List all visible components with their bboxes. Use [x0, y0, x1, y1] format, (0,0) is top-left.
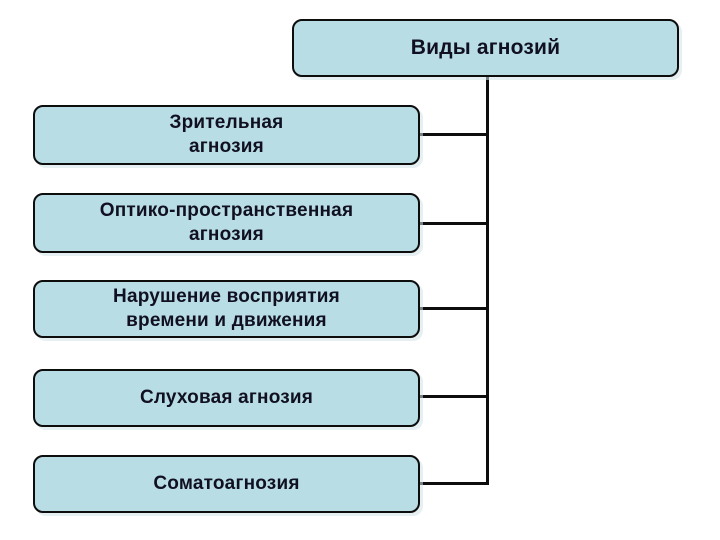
connector-branch-2	[419, 222, 489, 225]
diagram-node-label: Оптико-пространственная агнозия	[99, 199, 354, 245]
diagram-node-optic-spatial-agnosia: Оптико-пространственная агнозия	[33, 193, 420, 253]
connector-branch-5	[419, 482, 489, 485]
diagram-title-node: Виды агнозий	[292, 19, 679, 77]
connector-branch-1	[419, 133, 489, 136]
diagram-node-visual-agnosia: Зрительная агнозия	[33, 105, 420, 165]
diagram-node-label: Нарушение восприятия времени и движения	[113, 285, 340, 331]
diagram-node-label: Слуховая агнозия	[139, 386, 314, 408]
diagram-node-time-motion-perception-disorder: Нарушение восприятия времени и движения	[33, 280, 420, 338]
diagram-node-label: Соматоагнозия	[153, 472, 300, 494]
connector-spine-vertical	[486, 77, 489, 485]
diagram-node-somatoagnosia: Соматоагнозия	[33, 455, 420, 513]
diagram-node-label: Зрительная агнозия	[169, 111, 284, 157]
diagram-node-auditory-agnosia: Слуховая агнозия	[33, 369, 420, 427]
connector-branch-3	[419, 307, 489, 310]
connector-branch-4	[419, 395, 489, 398]
diagram-title-label: Виды агнозий	[410, 35, 561, 59]
